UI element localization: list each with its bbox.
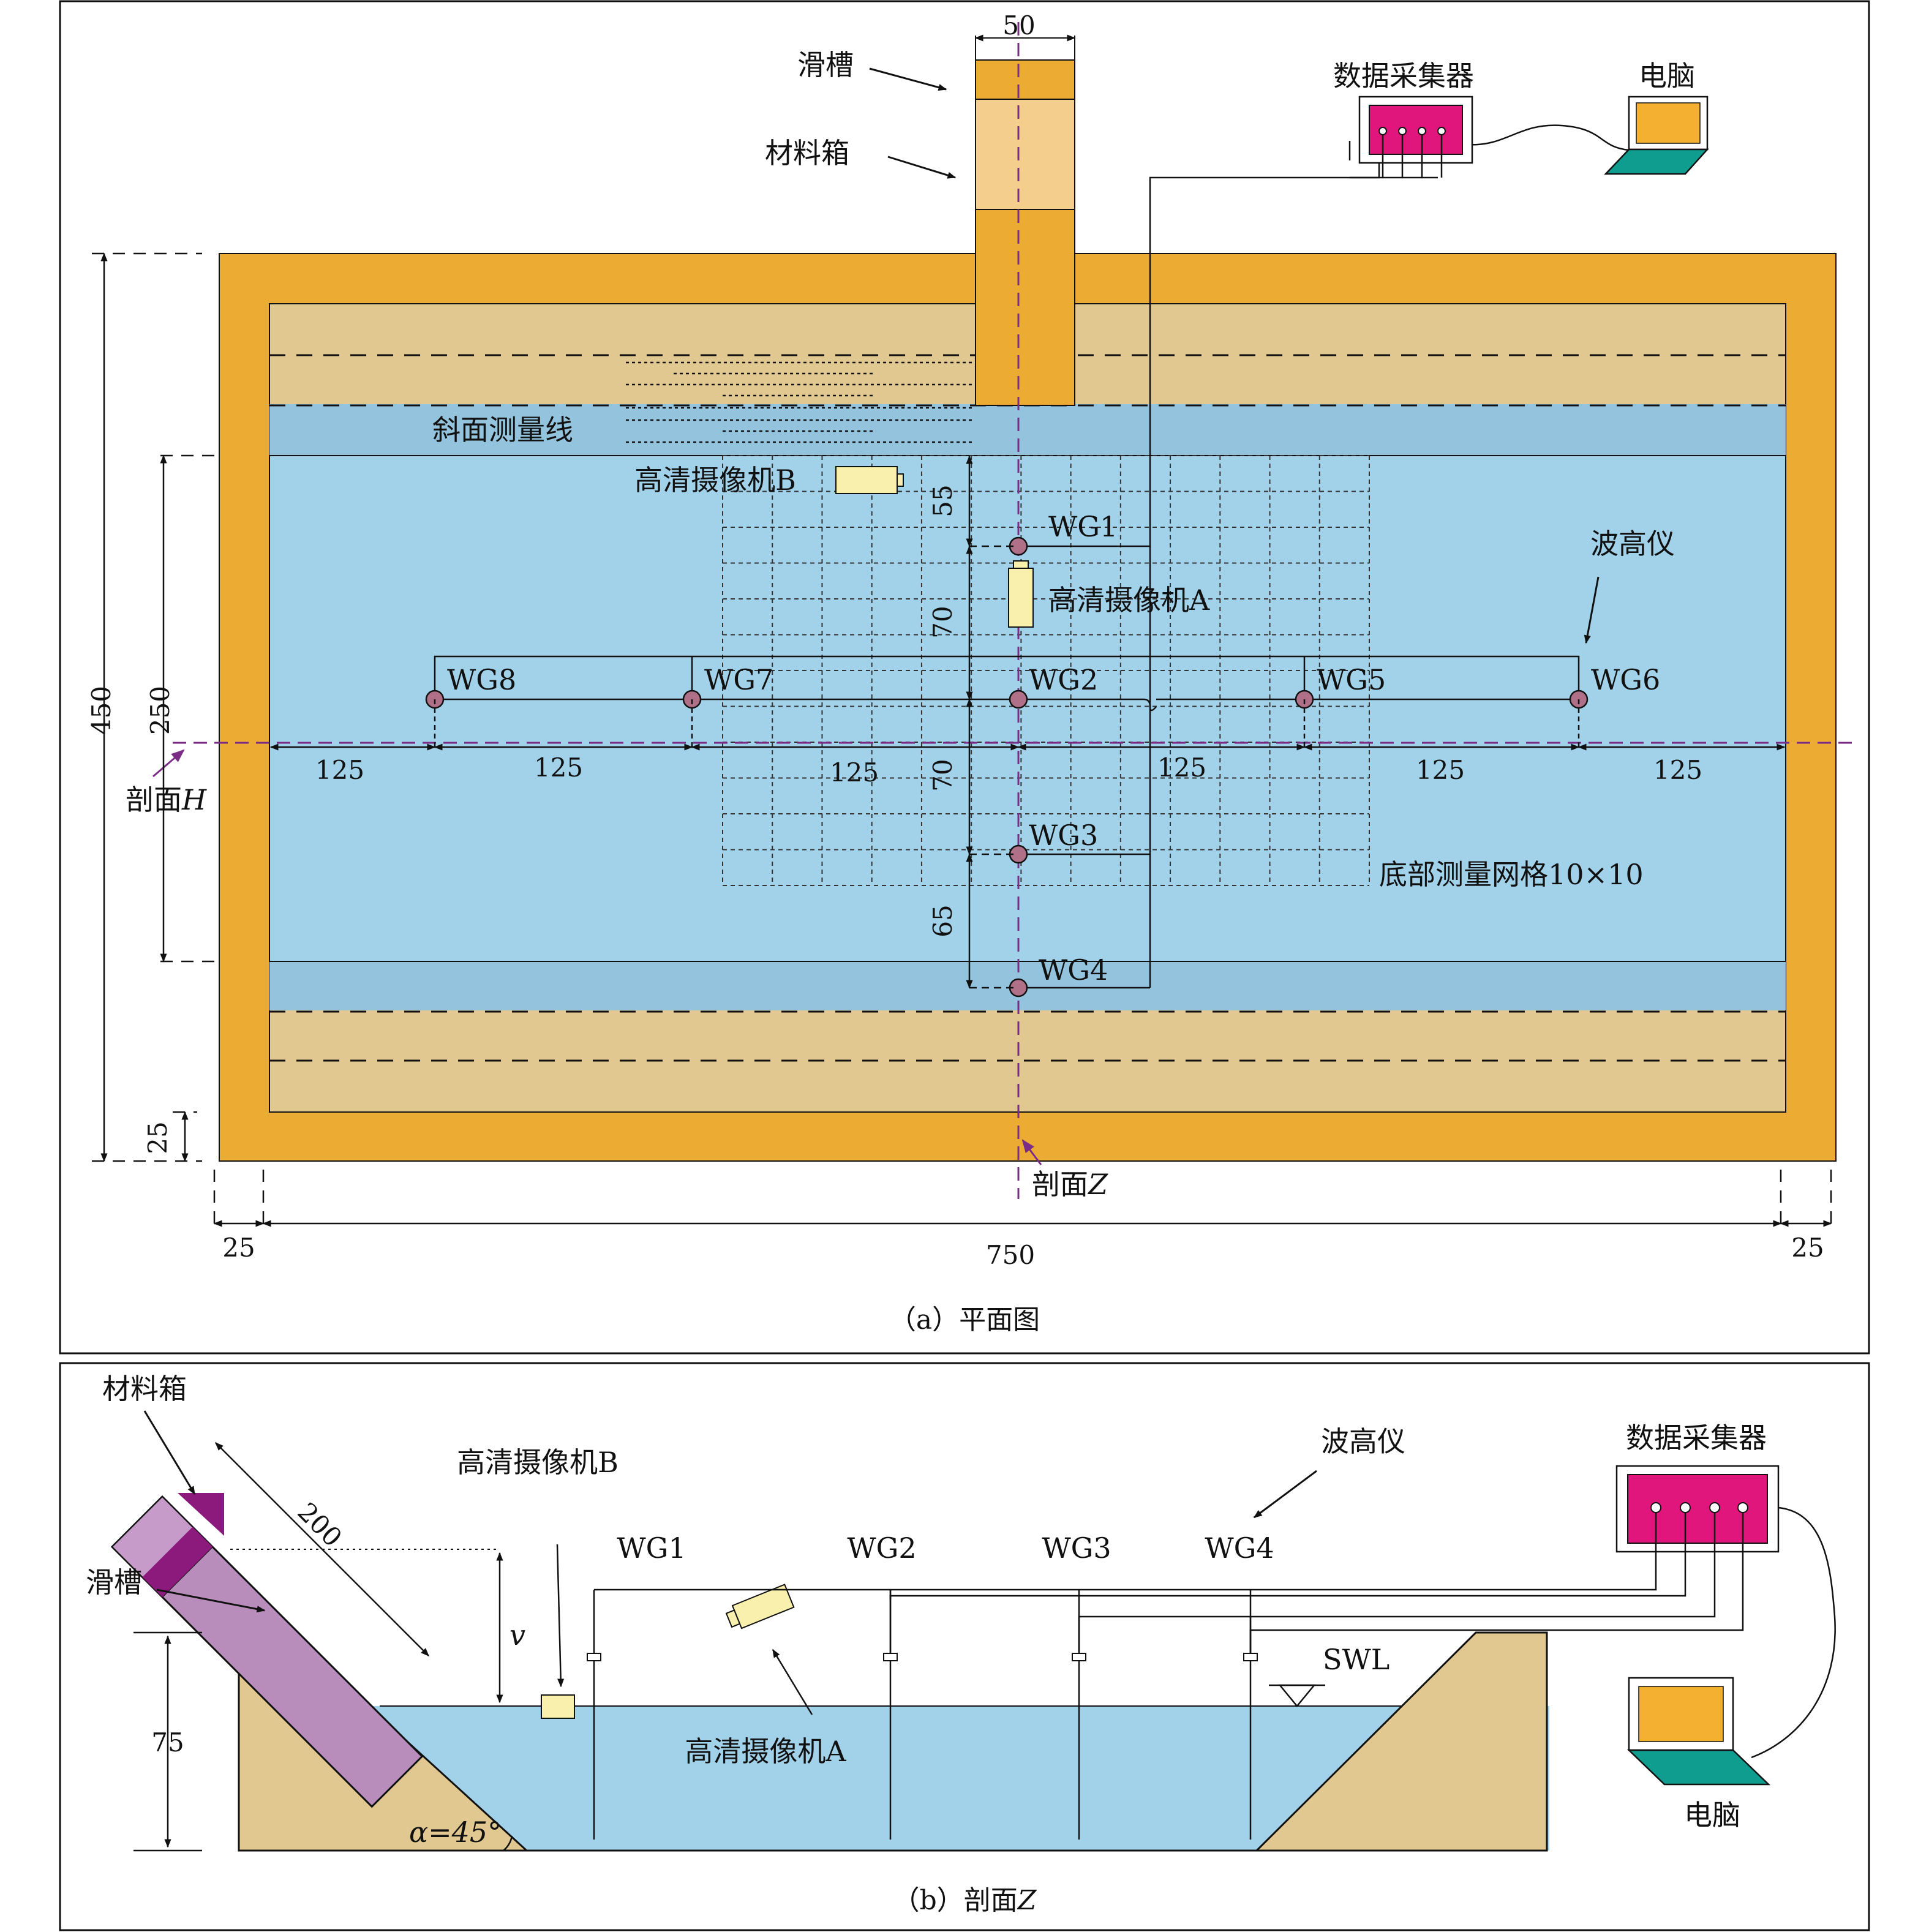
swl-marker xyxy=(1278,1684,1316,1707)
depth-dim: 75 xyxy=(151,1727,184,1757)
wave-gauge-label: WG2 xyxy=(1029,663,1098,696)
swl-label: SWL xyxy=(1323,1643,1389,1676)
camera-b-label: 高清摄像机B xyxy=(634,464,796,497)
data-collector-label: 数据采集器 xyxy=(1333,59,1474,92)
wg2-wg3-dim: 70 xyxy=(928,759,958,791)
camera-b-plan xyxy=(835,466,898,494)
wave-gauge-dot xyxy=(1009,690,1028,709)
wave-gauge-section-label: WG2 xyxy=(847,1532,916,1565)
wave-gauge-label: WG5 xyxy=(1317,663,1386,696)
caption-b: （b）剖面Z xyxy=(893,1885,1037,1916)
camera-b-b-label: 高清摄像机B xyxy=(457,1446,619,1479)
chute-length-dim: 200 xyxy=(292,1497,348,1552)
wave-gauge-clamp xyxy=(1072,1653,1086,1661)
bottom-grid-label: 底部测量网格10×10 xyxy=(1379,858,1644,891)
camera-a-label: 高清摄像机A xyxy=(1048,584,1210,617)
panel-a-border xyxy=(59,0,1870,1355)
wave-gauge-label: WG1 xyxy=(1048,510,1118,543)
wave-gauge-clamp xyxy=(587,1653,601,1661)
panel-a-plan: 50 滑槽 材料箱 剖面H 剖面Z xyxy=(59,0,1870,1355)
caption-a: （a）平面图 xyxy=(889,1304,1040,1336)
wg1-wg2-dim: 70 xyxy=(928,606,958,638)
wall-left-dim: 25 xyxy=(222,1233,255,1263)
data-collector-b-label: 数据采集器 xyxy=(1626,1421,1767,1454)
wg1-offset-dim: 55 xyxy=(928,484,958,517)
computer-b-label: 电脑 xyxy=(1684,1799,1740,1832)
wave-gauge-label: WG7 xyxy=(704,663,773,696)
section-h-label: 剖面H xyxy=(126,783,207,816)
chute-label: 滑槽 xyxy=(797,48,854,81)
water-height-dim: 250 xyxy=(145,686,175,735)
wg3-wg4-dim: 65 xyxy=(928,904,958,937)
laptop-screen xyxy=(1636,102,1701,144)
computer-label: 电脑 xyxy=(1639,59,1695,92)
wave-gauge-label: WG4 xyxy=(1039,953,1108,987)
camera-a-plan xyxy=(1008,568,1034,628)
panel-b-border xyxy=(59,1362,1870,1931)
spacing-dim-5: 125 xyxy=(1416,755,1465,785)
water-area xyxy=(269,455,1786,962)
wave-gauge-clamp xyxy=(1243,1653,1258,1661)
material-box-b-label: 材料箱 xyxy=(102,1372,187,1405)
section-z-arrow xyxy=(1021,1139,1042,1165)
total-height-dim: 450 xyxy=(86,686,116,735)
camera-b-section xyxy=(541,1694,575,1719)
wave-gauge-section-label: WG3 xyxy=(1042,1532,1111,1565)
wave-gauge-label: WG6 xyxy=(1591,663,1660,696)
section-z-label: 剖面Z xyxy=(1032,1168,1108,1201)
wave-gauge-section-label: WG1 xyxy=(617,1532,686,1565)
laptop-b-base xyxy=(1626,1749,1771,1786)
wall-right-dim: 25 xyxy=(1791,1233,1824,1263)
spacing-dim-1: 125 xyxy=(315,755,364,785)
slope-measure-lines xyxy=(626,361,972,443)
material-box xyxy=(975,99,1075,210)
wave-gauge-clamp xyxy=(883,1653,898,1661)
gauge-wiring-section xyxy=(594,1506,1836,1759)
wave-gauge-label: 波高仪 xyxy=(1590,527,1675,560)
chute xyxy=(975,209,1075,406)
laptop-base xyxy=(1604,148,1709,175)
wall-bottom-dim: 25 xyxy=(143,1121,173,1154)
wave-gauge-b-label: 波高仪 xyxy=(1321,1425,1405,1458)
chute-top xyxy=(975,59,1075,100)
spacing-dim-4: 125 xyxy=(1157,753,1206,783)
material-box-section xyxy=(178,1493,224,1536)
camera-a-b-label: 高清摄像机A xyxy=(685,1735,846,1768)
spacing-dim-6: 125 xyxy=(1653,755,1702,785)
camera-a-section xyxy=(725,1584,795,1629)
angle-label: α=45° xyxy=(409,1816,502,1849)
slope-lines-label: 斜面测量线 xyxy=(432,413,573,446)
laptop-b-screen xyxy=(1638,1686,1724,1742)
material-box-label: 材料箱 xyxy=(765,137,849,170)
panel-b-section: α=45° 200 材料箱 滑槽 v 75 高清摄像机B xyxy=(59,1362,1870,1931)
spacing-dim-3: 125 xyxy=(830,757,879,787)
wave-gauge-section-label: WG4 xyxy=(1205,1532,1274,1565)
section-h-arrow xyxy=(152,749,185,778)
wave-gauge-label: WG8 xyxy=(447,663,516,696)
spacing-dim-2: 125 xyxy=(534,753,583,783)
inner-length-dim: 750 xyxy=(986,1240,1035,1270)
drop-label: v xyxy=(510,1618,525,1652)
wave-gauge-label: WG3 xyxy=(1029,819,1098,852)
chute-b-label: 滑槽 xyxy=(86,1566,142,1599)
